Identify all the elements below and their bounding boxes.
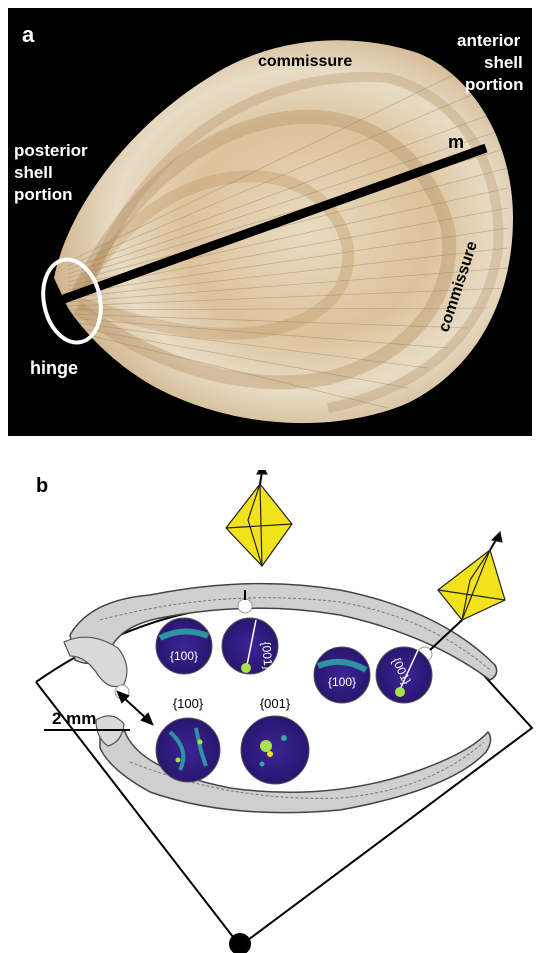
crystal-octahedron-1 [226, 470, 292, 600]
panel-a-letter: a [22, 22, 35, 47]
anterior-label-line1: anterior [457, 31, 521, 50]
posterior-label-line1: posterior [14, 141, 88, 160]
axis-m-label: m [448, 132, 464, 152]
anterior-label-line2: shell [484, 53, 523, 72]
scale-bar-label: 2 mm [52, 709, 96, 728]
shell-body [54, 40, 513, 423]
commissure-top-label: commissure [258, 53, 352, 70]
hinge-label: hinge [30, 358, 78, 378]
pole-figure-1-label: {100} [170, 649, 198, 663]
hinge-arrow [118, 692, 152, 724]
pole-figure-1: {100} [156, 618, 212, 674]
pole-figure-2-label: {001} [259, 641, 275, 670]
shell-upper-valve [70, 584, 497, 680]
pole-figure-4-label: {001} [260, 696, 291, 711]
shell-photo-svg: a commissure commissure anterior shell p… [8, 8, 532, 436]
posterior-label-line2: shell [14, 163, 53, 182]
pole-figure-5-label: {100} [328, 675, 356, 689]
pole-figure-6: {001} [376, 647, 432, 703]
cross-section-svg: b [0, 470, 540, 953]
measure-spot-1 [238, 599, 252, 613]
pole-figure-3-label: {100} [173, 696, 204, 711]
panel-b-cross-section: b [0, 470, 540, 953]
pole-figure-4: {001} [241, 696, 309, 784]
panel-a-shell-photo: a commissure commissure anterior shell p… [8, 8, 532, 436]
pole-figure-3: {100} [156, 696, 220, 782]
panel-b-letter: b [36, 475, 48, 497]
pole-figure-2: {001} [222, 618, 278, 674]
posterior-label-line3: portion [14, 185, 73, 204]
pole-figure-5: {100} [314, 647, 370, 703]
anterior-label-line3: portion [465, 75, 524, 94]
